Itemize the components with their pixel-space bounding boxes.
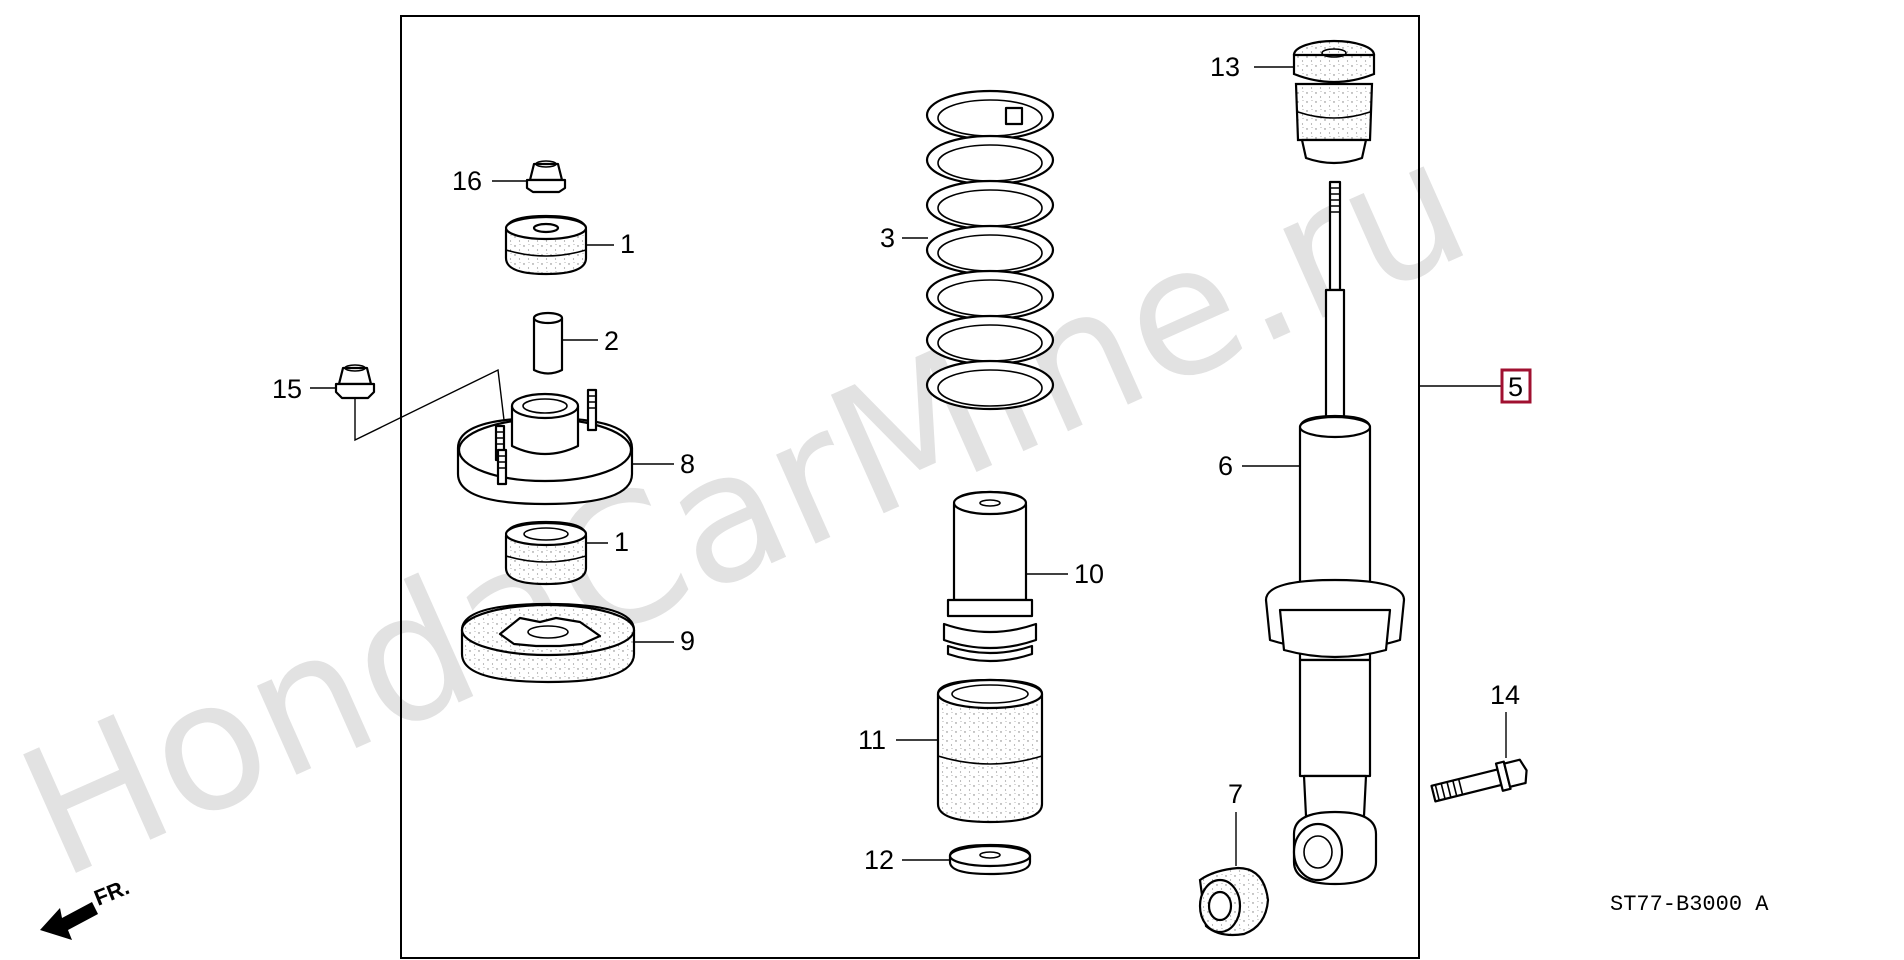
callout-10: 10 xyxy=(1074,559,1104,589)
callout-1-lower: 1 xyxy=(614,527,629,557)
callout-12: 12 xyxy=(864,845,894,875)
part-10-dust-boot xyxy=(942,490,1038,663)
part-7-bushing xyxy=(1198,866,1270,937)
callout-3: 3 xyxy=(880,223,895,253)
callout-16: 16 xyxy=(452,166,482,196)
part-3-coil-spring xyxy=(925,89,1055,411)
front-direction-arrow xyxy=(40,902,98,940)
callout-1-upper: 1 xyxy=(620,229,635,259)
part-1-lower-bushing xyxy=(504,520,588,586)
callout-6: 6 xyxy=(1218,451,1233,481)
callout-2: 2 xyxy=(604,326,619,356)
callout-5: 5 xyxy=(1508,372,1523,402)
diagram-code: ST77-B3000 A xyxy=(1610,892,1769,917)
callout-15: 15 xyxy=(272,374,302,404)
part-8-upper-mount xyxy=(456,388,634,506)
part-9-spring-seat xyxy=(460,602,636,684)
leader-15-to-studs xyxy=(354,368,505,442)
part-16-nut xyxy=(525,160,567,194)
callout-5-box xyxy=(1500,368,1532,404)
diagram-frame xyxy=(400,15,1420,959)
callout-8: 8 xyxy=(680,449,695,479)
part-11-bump-stop xyxy=(936,678,1044,824)
part-13-stopper xyxy=(1292,39,1376,165)
watermark-text: HondaCarMine.ru xyxy=(0,98,1495,918)
callout-14: 14 xyxy=(1490,680,1520,710)
part-6-shock-absorber xyxy=(1264,180,1406,886)
part-14-bolt xyxy=(1430,758,1528,803)
callout-13: 13 xyxy=(1210,52,1240,82)
part-15-nut xyxy=(334,364,376,400)
part-12-washer xyxy=(948,843,1032,876)
callout-9: 9 xyxy=(680,626,695,656)
callout-11: 11 xyxy=(858,725,886,755)
part-1-upper-bushing xyxy=(504,214,588,276)
part-2-collar xyxy=(532,311,564,375)
callout-7: 7 xyxy=(1228,779,1243,809)
